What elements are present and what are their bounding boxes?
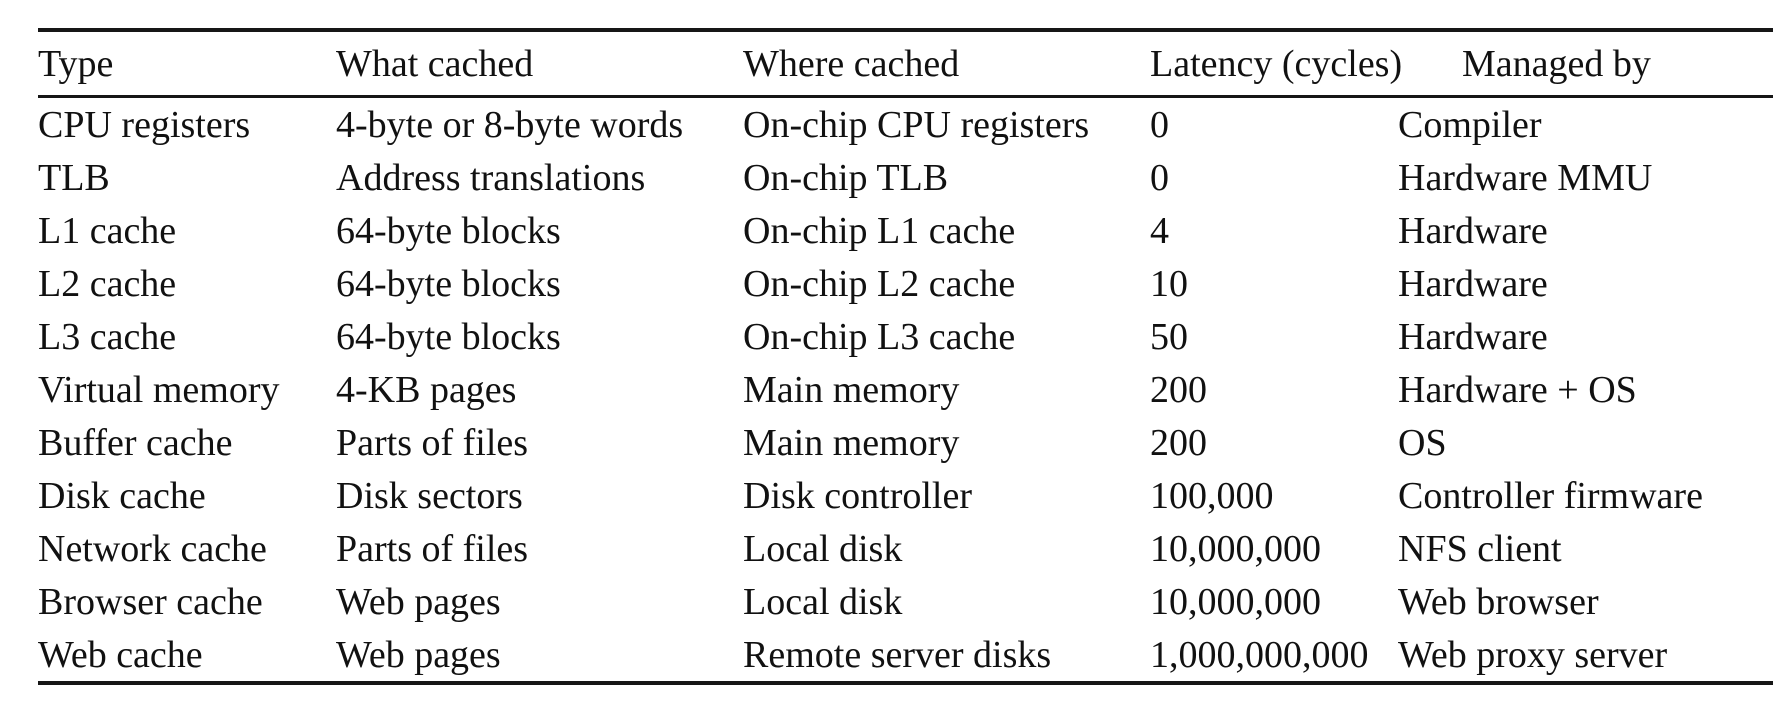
- table-row: Browser cache Web pages Local disk 10,00…: [38, 575, 1773, 628]
- cell-latency: 200: [1150, 421, 1207, 464]
- cell-where-cached: On-chip CPU registers: [743, 103, 1090, 146]
- cell-where-cached: On-chip TLB: [743, 156, 949, 199]
- cell-managed-by: Web browser: [1398, 580, 1599, 623]
- cell-latency: 0: [1150, 103, 1169, 146]
- cell-type: Web cache: [38, 633, 203, 676]
- cell-latency: 10,000,000: [1150, 527, 1321, 570]
- cell-what-cached: 64-byte blocks: [336, 262, 561, 305]
- cell-managed-by: Hardware: [1398, 209, 1548, 252]
- cell-type: L2 cache: [38, 262, 177, 305]
- cell-managed-by: Compiler: [1398, 103, 1542, 146]
- table-row: Network cache Parts of files Local disk …: [38, 522, 1773, 575]
- cell-type: Virtual memory: [38, 368, 280, 411]
- cell-what-cached: 64-byte blocks: [336, 315, 561, 358]
- table-row: L2 cache 64-byte blocks On-chip L2 cache…: [38, 257, 1773, 310]
- cell-what-cached: Address translations: [336, 156, 646, 199]
- column-header-managed: Managed by: [1398, 30, 1773, 98]
- cache-hierarchy-table: Type What cached Where cached Latency (c…: [38, 28, 1773, 685]
- cell-type: L3 cache: [38, 315, 177, 358]
- cell-managed-by: Hardware MMU: [1398, 156, 1653, 199]
- cell-where-cached: Local disk: [743, 527, 903, 570]
- cell-managed-by: OS: [1398, 421, 1447, 464]
- cell-where-cached: Main memory: [743, 421, 960, 464]
- cell-what-cached: Disk sectors: [336, 474, 523, 517]
- cell-managed-by: Hardware: [1398, 262, 1548, 305]
- column-header-latency: Latency (cycles): [1150, 30, 1402, 98]
- cell-managed-by: NFS client: [1398, 527, 1562, 570]
- cell-managed-by: Controller firmware: [1398, 474, 1703, 517]
- cell-type: Disk cache: [38, 474, 206, 517]
- cell-type: Buffer cache: [38, 421, 233, 464]
- cell-latency: 1,000,000,000: [1150, 633, 1369, 676]
- cell-where-cached: On-chip L3 cache: [743, 315, 1016, 358]
- column-header-what: What cached: [336, 30, 743, 98]
- cell-type: Network cache: [38, 527, 267, 570]
- table-row: Disk cache Disk sectors Disk controller …: [38, 469, 1773, 522]
- column-header-type: Type: [38, 30, 336, 98]
- cell-where-cached: On-chip L1 cache: [743, 209, 1016, 252]
- cell-what-cached: Web pages: [336, 580, 501, 623]
- table-row: Buffer cache Parts of files Main memory …: [38, 416, 1773, 469]
- cell-managed-by: Web proxy server: [1398, 633, 1668, 676]
- table-row: L1 cache 64-byte blocks On-chip L1 cache…: [38, 204, 1773, 257]
- cell-type: CPU registers: [38, 103, 251, 146]
- cell-where-cached: On-chip L2 cache: [743, 262, 1016, 305]
- cell-what-cached: Parts of files: [336, 421, 529, 464]
- cell-latency: 100,000: [1150, 474, 1274, 517]
- cell-latency: 4: [1150, 209, 1169, 252]
- table-row: Virtual memory 4-KB pages Main memory 20…: [38, 363, 1773, 416]
- cell-where-cached: Main memory: [743, 368, 960, 411]
- cell-managed-by: Hardware: [1398, 315, 1548, 358]
- cell-latency: 200: [1150, 368, 1207, 411]
- cell-latency: 10: [1150, 262, 1188, 305]
- cell-latency: 0: [1150, 156, 1169, 199]
- cell-where-cached: Disk controller: [743, 474, 973, 517]
- table-header-row: Type What cached Where cached Latency (c…: [38, 30, 1773, 98]
- table-row: Web cache Web pages Remote server disks …: [38, 628, 1773, 683]
- cell-type: L1 cache: [38, 209, 177, 252]
- cell-what-cached: Parts of files: [336, 527, 529, 570]
- cell-where-cached: Remote server disks: [743, 633, 1052, 676]
- cell-managed-by: Hardware + OS: [1398, 368, 1637, 411]
- cell-type: TLB: [38, 156, 110, 199]
- cell-type: Browser cache: [38, 580, 263, 623]
- cell-where-cached: Local disk: [743, 580, 903, 623]
- cell-what-cached: 4-KB pages: [336, 368, 517, 411]
- table-row: L3 cache 64-byte blocks On-chip L3 cache…: [38, 310, 1773, 363]
- table-row: CPU registers 4-byte or 8-byte words On-…: [38, 97, 1773, 152]
- cell-latency: 50: [1150, 315, 1188, 358]
- cell-what-cached: 64-byte blocks: [336, 209, 561, 252]
- table-row: TLB Address translations On-chip TLB 0 H…: [38, 151, 1773, 204]
- column-header-where: Where cached: [743, 30, 1150, 98]
- cell-what-cached: Web pages: [336, 633, 501, 676]
- cell-latency: 10,000,000: [1150, 580, 1321, 623]
- cell-what-cached: 4-byte or 8-byte words: [336, 103, 684, 146]
